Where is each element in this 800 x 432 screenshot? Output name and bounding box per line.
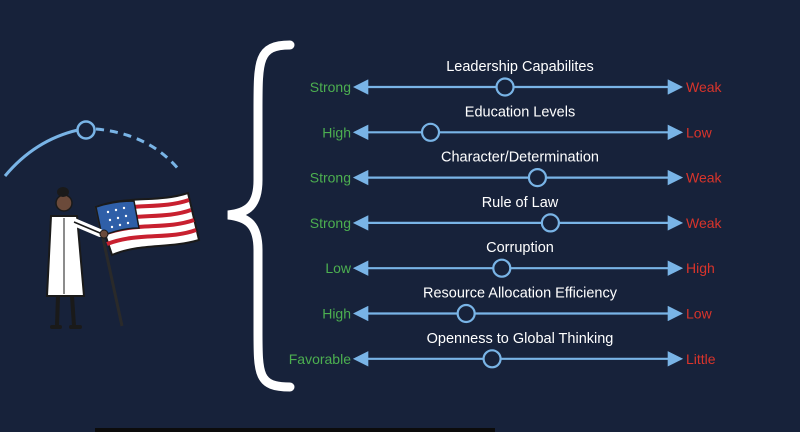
scale-position-marker [495, 77, 515, 97]
scale-title: Education Levels [465, 104, 575, 120]
scale-title: Leadership Capabilites [446, 59, 594, 75]
scale-title: Corruption [486, 240, 554, 256]
scale-position-marker [482, 349, 502, 369]
scale-title: Openness to Global Thinking [427, 331, 614, 347]
scale-left-label: High [322, 124, 351, 140]
curly-brace [227, 40, 295, 392]
scale-left-label: Strong [310, 170, 351, 186]
scale-right-label: Little [686, 351, 716, 367]
arc-dashed-segment [95, 127, 182, 172]
scale-right-label: Weak [686, 79, 723, 95]
scale-position-marker [420, 122, 441, 142]
scale-left-label: High [322, 306, 351, 322]
arc-solid-segment [3, 128, 79, 177]
scale-position-marker [456, 303, 476, 324]
arc-position-circle [76, 120, 96, 140]
scale-right-label: Weak [686, 215, 723, 231]
scale-right-label: Weak [686, 170, 723, 186]
figure-leg-right [70, 295, 76, 327]
scale-position-marker [492, 258, 512, 278]
figure-leg-left [55, 295, 60, 327]
us-flag [94, 191, 201, 257]
scale-right-label: Low [686, 124, 713, 140]
figure-lab-coat [45, 215, 86, 297]
scale-position-marker [527, 168, 548, 188]
scale-left-label: Strong [310, 215, 351, 231]
figure-head [55, 194, 73, 212]
figure-hair-bun [57, 187, 69, 197]
scale-left-label: Favorable [289, 351, 351, 367]
scale-right-label: High [686, 260, 715, 276]
scientist-with-flag-illustration [45, 187, 201, 329]
scale-title: Character/Determination [441, 150, 599, 166]
scale-title: Resource Allocation Efficiency [423, 286, 618, 302]
scale-position-marker [540, 213, 561, 233]
video-progress-bar[interactable] [95, 428, 495, 432]
scale-left-label: Low [325, 260, 352, 276]
scale-right-label: Low [686, 306, 713, 322]
scale-left-label: Strong [310, 79, 351, 95]
trajectory-arc [3, 120, 182, 177]
scale-title: Rule of Law [482, 195, 559, 211]
